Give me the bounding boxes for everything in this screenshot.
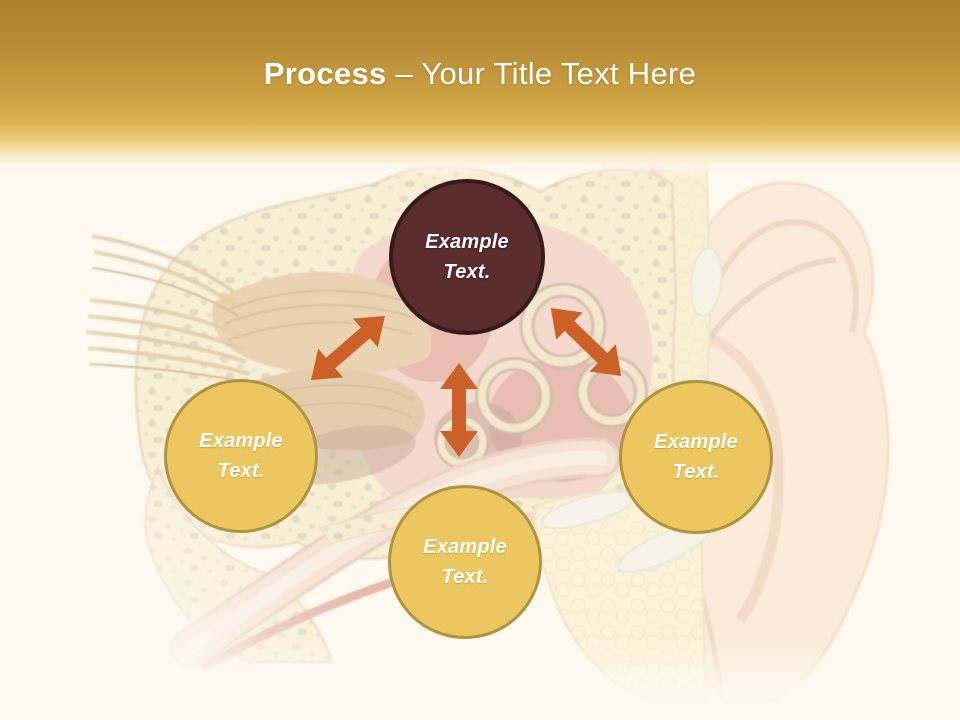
- slide-title[interactable]: Process – Your Title Text Here: [0, 0, 960, 92]
- node-circle-top[interactable]: Example Text.: [389, 179, 545, 335]
- node-label: Example Text.: [199, 426, 283, 486]
- node-label: Example Text.: [423, 532, 507, 592]
- title-text: – Your Title Text Here: [395, 56, 697, 91]
- node-label: Example Text.: [425, 227, 509, 287]
- double-arrow-left[interactable]: [299, 302, 398, 395]
- node-label-line2: Text.: [443, 261, 491, 283]
- node-label-line1: Example: [199, 430, 283, 452]
- node-circle-left[interactable]: Example Text.: [164, 379, 318, 533]
- node-label-line2: Text.: [217, 460, 265, 482]
- node-label-line2: Text.: [441, 566, 489, 588]
- node-label-line1: Example: [654, 431, 738, 453]
- double-arrow-vertical[interactable]: [440, 363, 478, 457]
- node-label: Example Text.: [654, 427, 738, 487]
- title-emphasis: Process: [263, 56, 387, 91]
- node-label-line2: Text.: [672, 461, 720, 483]
- node-label-line1: Example: [423, 536, 507, 558]
- double-arrow-right[interactable]: [538, 294, 635, 389]
- node-circle-bottom[interactable]: Example Text.: [388, 485, 542, 639]
- node-label-line1: Example: [425, 231, 509, 253]
- title-bar: Process – Your Title Text Here: [0, 0, 960, 178]
- node-circle-right[interactable]: Example Text.: [619, 380, 773, 534]
